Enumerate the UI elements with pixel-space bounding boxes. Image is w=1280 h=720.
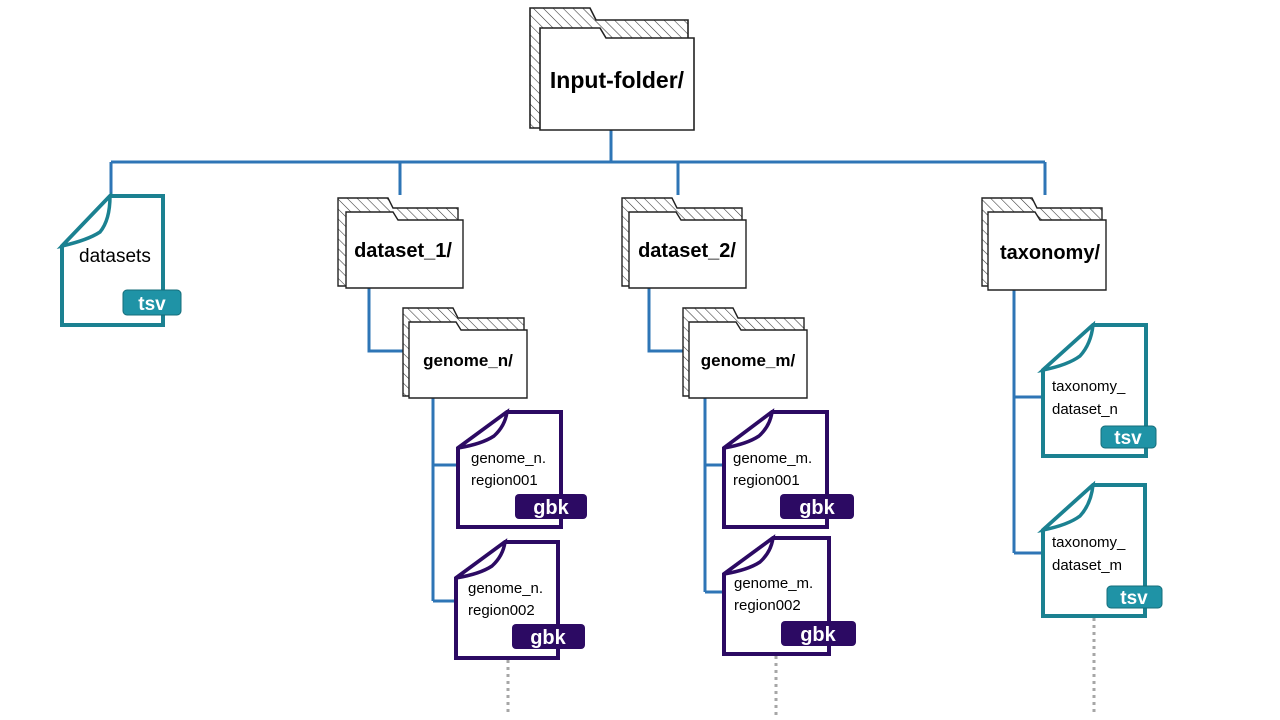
genome-m-region001-ext: gbk	[799, 497, 835, 519]
dataset-1-label: dataset_1/	[354, 240, 452, 262]
dataset-2-to-genome-m-connector	[647, 288, 687, 353]
dataset-2-folder: dataset_2/	[621, 197, 747, 289]
taxonomy-folder: taxonomy/	[981, 197, 1107, 291]
genome-n-label: genome_n/	[423, 351, 513, 370]
genome-n-region002-ext: gbk	[530, 627, 566, 649]
datasets-badge	[122, 289, 182, 316]
taxonomy-dataset-n-file: taxonomy_ dataset_n tsv	[1037, 320, 1157, 458]
continuation-marks	[506, 618, 1096, 716]
genome-n-region002-badge	[512, 624, 585, 649]
genome-m-folder: genome_m/	[682, 307, 808, 399]
root-folder: Input-folder/	[529, 7, 695, 131]
taxonomy-dataset-n-ext: tsv	[1114, 428, 1142, 449]
genome-m-region002-line2: region002	[734, 597, 801, 614]
taxonomy-dataset-m-line2: dataset_m	[1052, 557, 1122, 574]
connectors	[109, 130, 1047, 603]
genome-m-region002-badge	[781, 621, 856, 646]
genome-m-label: genome_m/	[701, 351, 796, 370]
genome-n-region001-line1: genome_n.	[471, 450, 546, 467]
genome-m-region001-line2: region001	[733, 472, 800, 489]
taxonomy-dataset-n-line1: taxonomy_	[1052, 378, 1126, 395]
genome-m-region001-file: genome_m. region001 gbk	[722, 408, 854, 529]
genome-n-region001-line2: region001	[471, 472, 538, 489]
taxonomy-dataset-n-badge	[1100, 425, 1157, 449]
genome-n-region002-line1: genome_n.	[468, 580, 543, 597]
datasets-ext: tsv	[138, 294, 166, 315]
genome-m-region001-line1: genome_m.	[733, 450, 812, 467]
dataset-2-label: dataset_2/	[638, 240, 736, 262]
taxonomy-dataset-n-line2: dataset_n	[1052, 401, 1118, 418]
genome-n-folder: genome_n/	[402, 307, 528, 399]
taxonomy-label: taxonomy/	[1000, 242, 1100, 264]
genome-m-region002-ext: gbk	[800, 624, 836, 646]
taxonomy-dataset-m-file: taxonomy_ dataset_m tsv	[1037, 480, 1163, 618]
datasets-label: datasets	[79, 246, 151, 267]
genome-n-region001-file: genome_n. region001 gbk	[456, 408, 587, 529]
genome-m-region002-file: genome_m. region002 gbk	[722, 534, 856, 656]
genome-n-region001-ext: gbk	[533, 497, 569, 519]
datasets-tsv-file: datasets tsv	[56, 191, 182, 327]
root-folder-label: Input-folder/	[550, 67, 685, 93]
genome-n-region002-file: genome_n. region002 gbk	[454, 538, 585, 660]
taxonomy-dataset-m-ext: tsv	[1120, 588, 1148, 609]
taxonomy-dataset-m-badge	[1106, 585, 1163, 609]
genome-n-region002-line2: region002	[468, 602, 535, 619]
genome-m-region001-badge	[780, 494, 854, 519]
dataset-1-folder: dataset_1/	[337, 197, 464, 289]
genome-m-region002-line1: genome_m.	[734, 575, 813, 592]
taxonomy-dataset-m-line1: taxonomy_	[1052, 534, 1126, 551]
datasets-fold-icon	[56, 191, 112, 250]
genome-n-region001-badge	[515, 494, 587, 519]
dataset-1-to-genome-n-connector	[367, 288, 407, 353]
